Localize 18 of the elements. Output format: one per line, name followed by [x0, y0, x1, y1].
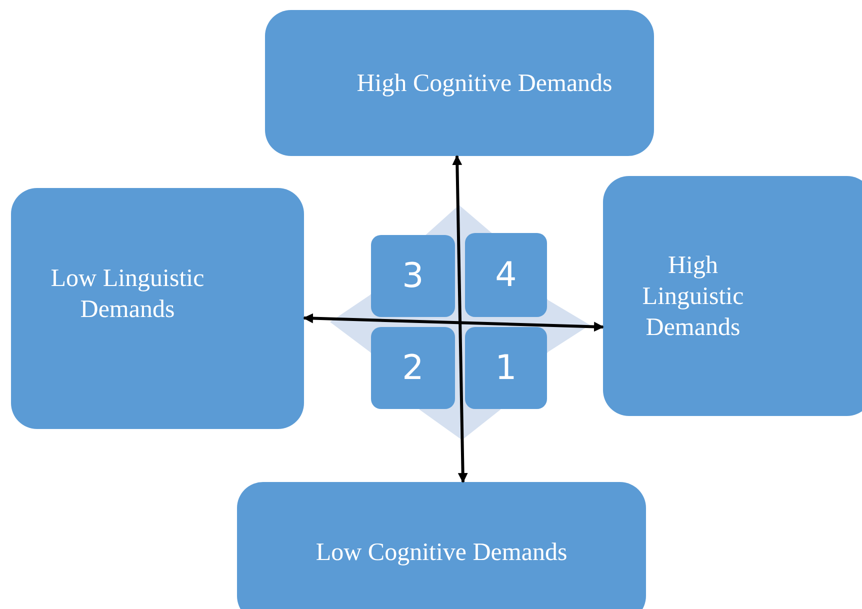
- quadrant-box: [465, 327, 547, 409]
- category-label: High Cognitive Demands: [356, 68, 612, 98]
- category-box: [11, 188, 304, 429]
- quadrant-number: 1: [495, 348, 517, 388]
- quadrant-number: 2: [402, 348, 424, 388]
- category-label: Low Cognitive Demands: [316, 538, 568, 568]
- double-arrow: [303, 313, 604, 332]
- quadrant-box: [371, 235, 455, 317]
- category-label: High Linguistic Demands: [641, 250, 745, 342]
- quadrant-number: 3: [402, 256, 424, 296]
- quadrant-box: [465, 233, 547, 317]
- category-box: [265, 10, 654, 156]
- category-box: [603, 176, 862, 416]
- quadrant-number: 4: [495, 255, 517, 295]
- category-box: [237, 482, 646, 609]
- category-label: Low Linguistic Demands: [50, 264, 206, 325]
- quadrant-box: [371, 327, 455, 409]
- double-arrow: [452, 155, 468, 483]
